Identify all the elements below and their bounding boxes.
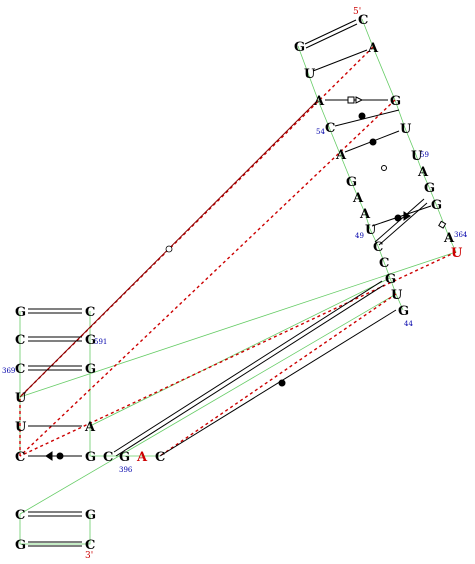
- nucleotide-n9: A: [417, 165, 429, 180]
- three-prime-label: 3': [85, 551, 93, 561]
- pair-triangle-symbol: [355, 96, 364, 104]
- helix-2-dot: [278, 379, 286, 387]
- pair-dot-1: [358, 112, 366, 120]
- backbone-lines: [19, 18, 457, 545]
- nucleotide-n31: G: [85, 508, 96, 523]
- seq-number-54: 54: [316, 128, 325, 136]
- nucleotide-n39: C: [15, 508, 25, 523]
- nucleotide-n8: G: [424, 181, 435, 196]
- nucleotide-n34: C: [15, 333, 25, 348]
- nucleotide-n29: G: [85, 333, 96, 348]
- helix-2-pair: [159, 309, 397, 457]
- nucleotide-n24: G: [398, 304, 409, 319]
- nucleotide-n37: U: [15, 420, 27, 435]
- pair-dot-2: [369, 138, 377, 146]
- nucleotide-n36: U: [15, 391, 27, 406]
- nucleotide-n21: C: [373, 240, 383, 255]
- pair-wobble-1: [312, 49, 368, 72]
- seq-number-44: 44: [404, 320, 413, 328]
- nucleotide-n25: A: [136, 450, 148, 465]
- seq-number-396: 396: [119, 466, 133, 474]
- nucleotide-n41: A: [443, 231, 455, 246]
- nucleotide-n33b: G: [15, 538, 26, 553]
- seq-number-364: 364: [454, 231, 468, 239]
- nucleotide-n20: U: [365, 223, 377, 238]
- nucleotide-n35: C: [15, 362, 25, 377]
- nucleotide-n10: U: [451, 246, 463, 261]
- nucleotide-n14: U: [411, 149, 423, 164]
- nucleotide-n19: A: [359, 207, 371, 222]
- backbone-cross-3: [19, 293, 397, 515]
- nucleotide-n17: G: [346, 175, 357, 190]
- tertiary-line-4: [159, 293, 397, 457]
- helix-1-pairs: [113, 280, 385, 457]
- nucleotide-n13: G: [385, 272, 396, 287]
- pair-dot-line-1: [334, 109, 400, 127]
- backbone-strand-5prime: [361, 18, 457, 253]
- sequence-numbers: 54 59 49 364 44 591 369 396: [2, 128, 468, 474]
- nucleotide-n5: U: [400, 122, 412, 137]
- nucleotide-n40: G: [119, 450, 130, 465]
- nucleotide-n22: C: [379, 256, 389, 271]
- nucleotide-n38: C: [15, 450, 25, 465]
- backbone-strand-3prime: [19, 514, 91, 545]
- stem-dot: [56, 452, 64, 460]
- nucleotide-n18: A: [352, 191, 364, 206]
- nucleotide-labels: C A G U A G C U A U A G G A G A U A C U …: [15, 13, 463, 553]
- nucleotide-n27: G: [85, 450, 96, 465]
- nucleotide-n15: A: [335, 148, 347, 163]
- backbone-strand-right-col: [89, 311, 160, 457]
- nucleotide-n42: C: [85, 538, 95, 553]
- pair-square-symbol-2: [438, 220, 447, 229]
- nucleotide-n2: A: [367, 41, 379, 56]
- nucleotide-n28: C: [85, 305, 95, 320]
- nucleotide-n4: U: [304, 67, 316, 82]
- nucleotide-n7: G: [390, 94, 401, 109]
- seq-number-59: 59: [420, 151, 429, 159]
- nucleotide-n32: G: [15, 305, 26, 320]
- nucleotide-n3: G: [294, 40, 305, 55]
- stem-pairs-left: [28, 308, 82, 547]
- nucleotide-n1: C: [358, 13, 368, 28]
- backbone-strand-left-helix: [297, 45, 404, 311]
- base-pairs: [28, 19, 447, 547]
- nucleotide-n26: C: [155, 450, 165, 465]
- nucleotide-n15b: A: [84, 420, 96, 435]
- pair-dot-3: [394, 214, 402, 222]
- nucleotide-n11: U: [391, 288, 403, 303]
- seq-number-369: 369: [2, 367, 15, 375]
- tertiary-line-2: [19, 99, 396, 457]
- nucleotide-n12: G: [431, 198, 442, 213]
- pair-open-circle: [381, 165, 387, 171]
- five-prime-label: 5': [353, 7, 361, 17]
- long-range-marker-circle: [165, 245, 173, 253]
- pair-canonical-2: [374, 198, 428, 246]
- stem-arrow-symbol: [45, 451, 53, 461]
- pair-dot-line-3: [371, 205, 432, 227]
- nucleotide-n16: C: [325, 121, 335, 136]
- backbone-cross-1: [19, 251, 457, 398]
- nucleotide-n6: A: [313, 94, 325, 109]
- seq-number-591: 591: [94, 338, 107, 346]
- pair-canonical-1: [304, 19, 358, 49]
- seq-number-49: 49: [355, 232, 364, 240]
- nucleotide-n33: G: [85, 362, 96, 377]
- nucleotide-n23: C: [103, 450, 113, 465]
- pair-square-symbol: [347, 96, 355, 104]
- backbone-cross-2: [89, 277, 391, 427]
